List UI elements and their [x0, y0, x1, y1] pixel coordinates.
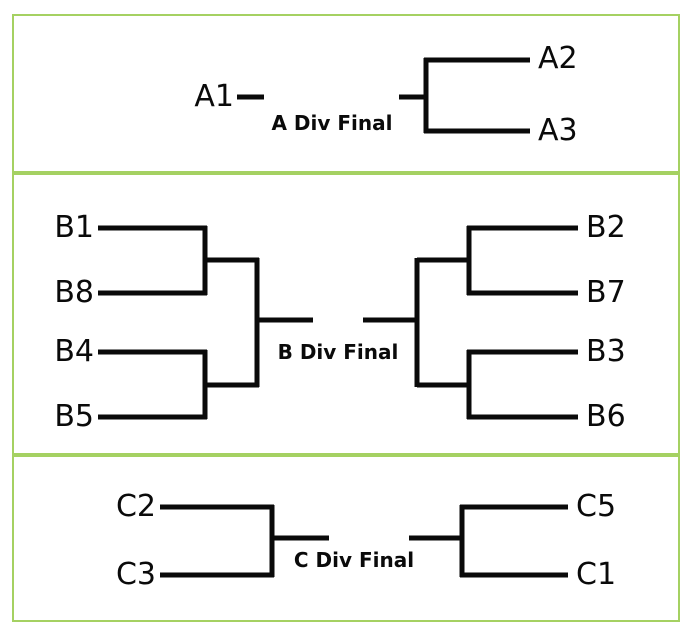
seed-label-b5: B5 — [54, 399, 94, 434]
seed-label-c3: C3 — [115, 557, 156, 592]
seed-label-a1: A1 — [194, 79, 234, 114]
seed-label-c1: C1 — [576, 557, 617, 592]
seed-label-b4: B4 — [54, 334, 94, 369]
seed-label-b7: B7 — [586, 275, 626, 310]
seed-label-b8: B8 — [54, 275, 94, 310]
division-panel-b — [12, 173, 680, 455]
seed-label-a3: A3 — [538, 113, 578, 148]
seed-label-c2: C2 — [115, 489, 156, 524]
division-panel-c — [12, 455, 680, 622]
seed-label-b1: B1 — [54, 210, 94, 245]
seed-label-b6: B6 — [586, 399, 626, 434]
seed-label-b3: B3 — [586, 334, 626, 369]
final-label-a: A Div Final — [271, 111, 393, 135]
seed-label-b2: B2 — [586, 210, 626, 245]
seed-label-c5: C5 — [576, 489, 617, 524]
division-panel-a — [12, 14, 680, 173]
seed-label-a2: A2 — [538, 41, 578, 76]
final-label-c: C Div Final — [293, 548, 415, 572]
final-label-b: B Div Final — [277, 340, 399, 364]
